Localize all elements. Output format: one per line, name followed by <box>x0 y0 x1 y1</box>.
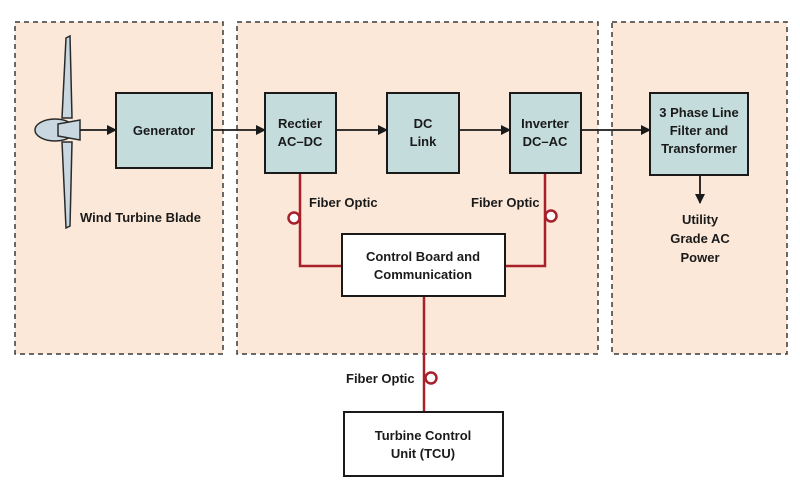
turbine-zone <box>14 21 224 355</box>
turbine-blade-icon <box>34 34 81 230</box>
svg-text:Transformer: Transformer <box>661 141 737 156</box>
svg-text:AC–DC: AC–DC <box>278 134 323 149</box>
fiber-link-rectifier <box>287 173 342 268</box>
generator-block: Generator <box>115 92 213 169</box>
svg-text:Unit (TCU): Unit (TCU) <box>391 446 455 461</box>
svg-text:Turbine Control: Turbine Control <box>375 428 472 443</box>
svg-text:DC–AC: DC–AC <box>523 134 568 149</box>
filter-transformer-block: 3 Phase Line Filter and Transformer <box>649 92 749 176</box>
svg-text:Filter and: Filter and <box>670 123 729 138</box>
blade-label: Wind Turbine Blade <box>80 210 201 225</box>
converter-zone <box>236 21 599 355</box>
rectifier-block: Rectier AC–DC <box>264 92 337 174</box>
svg-text:Inverter: Inverter <box>521 116 569 131</box>
control-board-block: Control Board and Communication <box>341 233 506 297</box>
svg-text:Rectier: Rectier <box>278 116 322 131</box>
svg-text:Link: Link <box>410 134 437 149</box>
fiber-link-inverter <box>505 173 558 268</box>
fiber-label-inverter: Fiber Optic <box>471 195 540 210</box>
svg-text:Generator: Generator <box>133 123 195 138</box>
svg-text:Power: Power <box>680 250 719 265</box>
utility-output-label: Utility Grade AC Power <box>670 212 730 265</box>
fiber-link-tcu <box>422 296 438 412</box>
dc-link-block: DC Link <box>386 92 460 174</box>
svg-text:Grade AC: Grade AC <box>670 231 730 246</box>
fiber-label-rectifier: Fiber Optic <box>309 195 378 210</box>
svg-text:3 Phase Line: 3 Phase Line <box>659 105 738 120</box>
svg-text:DC: DC <box>414 116 433 131</box>
fiber-label-tcu: Fiber Optic <box>346 371 415 386</box>
tcu-block: Turbine Control Unit (TCU) <box>343 411 504 477</box>
svg-text:Utility: Utility <box>682 212 719 227</box>
svg-text:Control Board and: Control Board and <box>366 249 480 264</box>
inverter-block: Inverter DC–AC <box>509 92 582 174</box>
svg-text:Communication: Communication <box>374 267 472 282</box>
